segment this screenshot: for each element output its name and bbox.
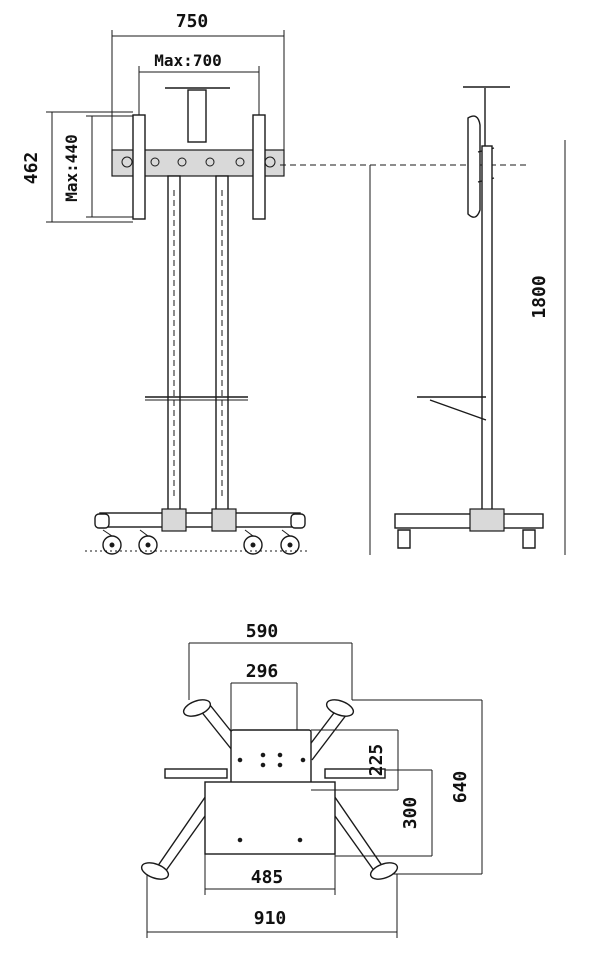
- side-base-joint: [469, 508, 505, 532]
- dimension-590: 590: [188, 621, 353, 700]
- side-base-bar: [394, 513, 544, 529]
- top-arm-upper-right: [311, 709, 351, 761]
- top-view: 590 296 225 300 640: [140, 621, 483, 938]
- dim-label-485: 485: [251, 867, 284, 888]
- dimension-462: 462: [21, 111, 133, 223]
- dim-label-max-440: Max:440: [62, 134, 81, 201]
- side-column: [481, 145, 493, 515]
- dim-label-1800: 1800: [529, 275, 550, 318]
- dimension-640: 640: [352, 699, 483, 875]
- top-right-side-bar: [324, 768, 386, 779]
- dimension-max-440: Max:440: [62, 115, 133, 218]
- dim-label-max-700: Max:700: [154, 51, 221, 70]
- dimension-910: 910: [146, 874, 398, 938]
- front-base-joint-right: [211, 508, 237, 532]
- front-base-end-left: [94, 513, 110, 529]
- top-casters: [140, 699, 399, 880]
- front-base-joint-left: [161, 508, 187, 532]
- front-right-vesa-arm: [252, 114, 266, 220]
- dim-label-750: 750: [176, 11, 209, 32]
- top-left-side-bar: [164, 768, 228, 779]
- front-left-vesa-arm: [132, 114, 146, 220]
- bracket-holes: [121, 156, 276, 168]
- side-tilt-mount: [467, 115, 481, 218]
- top-plate-holes: [237, 752, 306, 768]
- top-arm-lower-right: [329, 789, 386, 871]
- dimension-225: 225: [311, 729, 399, 791]
- dimension-485: 485: [204, 854, 336, 895]
- dim-label-462: 462: [21, 152, 42, 185]
- dim-label-300: 300: [400, 797, 421, 830]
- front-base-bar: [99, 512, 301, 528]
- front-top-post: [187, 89, 207, 143]
- top-shelf-tray: [204, 781, 336, 855]
- dimension-750: 750: [111, 11, 285, 150]
- dimension-300: 300: [335, 769, 433, 857]
- top-mount-plate: [230, 729, 312, 791]
- side-caster-left: [397, 529, 411, 549]
- front-view: 750 Max:700 462 Max:440: [21, 11, 530, 555]
- front-base-end-right: [290, 513, 306, 529]
- dimension-296: 296: [230, 661, 298, 730]
- side-shelf: [417, 396, 487, 421]
- side-caster-right: [522, 529, 536, 549]
- side-view: 1800: [369, 86, 566, 555]
- dim-label-590: 590: [246, 621, 279, 642]
- dimension-max-700: Max:700: [138, 51, 260, 115]
- dim-label-910: 910: [254, 908, 287, 929]
- dim-label-225: 225: [366, 744, 387, 777]
- top-arm-lower-left: [154, 789, 211, 871]
- dim-label-640: 640: [450, 771, 471, 804]
- dim-label-296: 296: [246, 661, 279, 682]
- front-casters: [102, 529, 300, 555]
